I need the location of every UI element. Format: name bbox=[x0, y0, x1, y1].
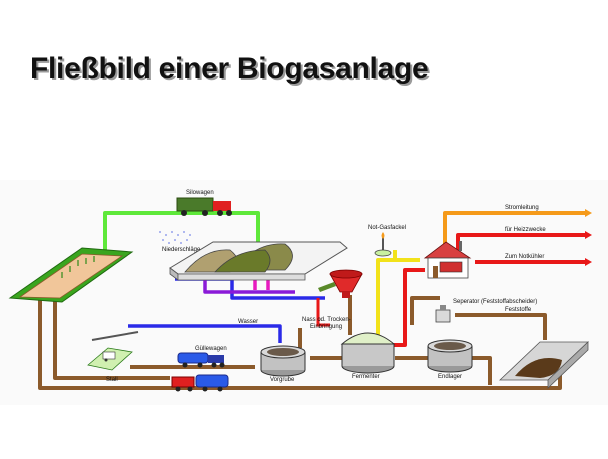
yellow-gas-pipe bbox=[376, 250, 397, 338]
fermenter-tank bbox=[340, 332, 396, 374]
vorgrube-tank bbox=[260, 345, 306, 377]
flow-diagram: Silowagen Niederschläge Not-Gasfackel bbox=[0, 180, 608, 405]
label-silowagen: Silowagen bbox=[186, 190, 214, 196]
endlager-tank bbox=[427, 339, 473, 373]
label-niederschlaege: Niederschläge bbox=[162, 247, 201, 253]
label-separator: Seperator (Feststoffabscheider) bbox=[453, 299, 537, 305]
purple-pipe bbox=[203, 280, 295, 294]
label-stromleitung: Stromleitung bbox=[505, 205, 539, 211]
label-endlager: Endlager bbox=[438, 374, 462, 380]
label-guellewagen: Güllewagen bbox=[195, 346, 227, 352]
title-shadow: Fließbild einer Biogasanlage bbox=[32, 54, 431, 87]
blue-pipe-wasser bbox=[128, 324, 282, 343]
gas-flare-icon bbox=[374, 232, 392, 257]
rain-icon bbox=[159, 231, 191, 244]
label-notgasfackel: Not-Gasfackel bbox=[368, 225, 406, 231]
label-stall: Stall bbox=[106, 377, 118, 383]
page-title: Fließbild einer Biogasanlage Fließbild e… bbox=[30, 52, 431, 87]
label-notkuehler: Zum Notkühler bbox=[505, 254, 544, 260]
separator bbox=[435, 305, 451, 323]
label-heizzwecke: für Heizzwecke bbox=[505, 227, 546, 233]
orange-pipe-strom bbox=[443, 211, 585, 250]
red-pipe-heat bbox=[316, 298, 330, 327]
solids-storage bbox=[498, 341, 590, 389]
chp-building bbox=[423, 241, 472, 279]
label-nass-trocken-2: Einbringung bbox=[310, 324, 342, 330]
blue-pipe-silo bbox=[175, 277, 325, 300]
guellewagen-truck-2 bbox=[171, 374, 229, 392]
red-pipe-fermenter bbox=[392, 268, 425, 347]
label-fermenter: Fermenter bbox=[352, 374, 380, 380]
guellewagen-truck-1 bbox=[177, 352, 225, 368]
field bbox=[8, 247, 134, 303]
label-nass-trocken-1: Nass od. Trocken- bbox=[302, 317, 351, 323]
label-feststoffe: Feststoffe bbox=[505, 307, 532, 313]
silo bbox=[169, 241, 348, 281]
red-pipe-heiz bbox=[456, 233, 585, 250]
label-vorgrube: Vorgrube bbox=[270, 377, 295, 383]
title-text: Fließbild einer Biogasanlage bbox=[30, 52, 429, 85]
silowagen-truck bbox=[176, 197, 232, 216]
solids-feeder bbox=[318, 269, 363, 298]
stall-building bbox=[87, 331, 139, 371]
arrow-heads bbox=[585, 209, 592, 266]
label-wasser: Wasser bbox=[238, 319, 258, 325]
